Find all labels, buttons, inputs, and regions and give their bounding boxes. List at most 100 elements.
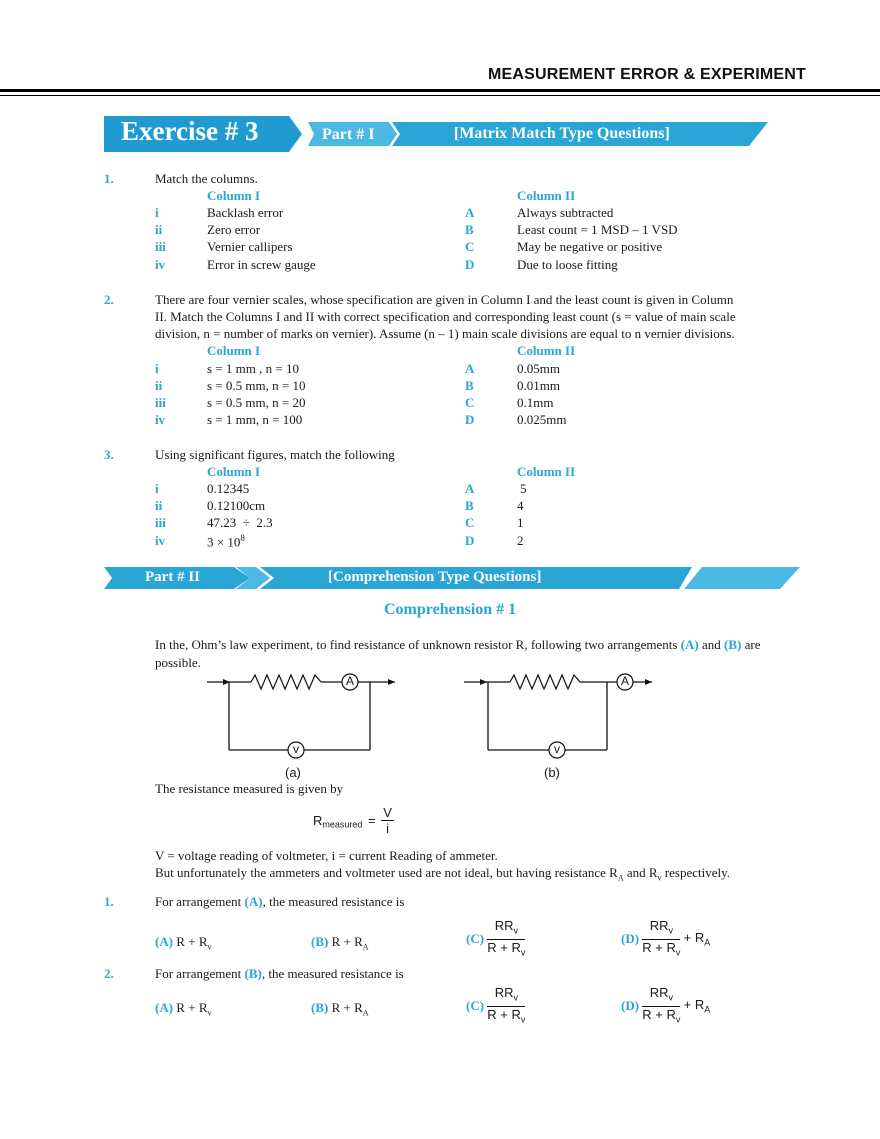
intro-text: In the, Ohm’s law experiment, to find re… <box>155 637 681 652</box>
definition-line-2: But unfortunately the ammeters and voltm… <box>155 864 730 887</box>
column-1-heading: Column I <box>207 343 261 358</box>
measured-text: The resistance measured is given by <box>155 781 344 796</box>
arrangement-ref: (A) <box>244 894 263 909</box>
arrangement-a-ref: (A) <box>680 637 699 652</box>
denominator: R + Rv <box>487 940 525 961</box>
sub-v: v <box>675 947 681 958</box>
row-col2: May be negative or positive <box>517 239 663 254</box>
option-label: (B) <box>311 1000 329 1015</box>
option-label: (D) <box>621 931 640 947</box>
denominator: R + Rv <box>642 1007 680 1028</box>
question-text-line: II. Match the Columns I and II with corr… <box>155 309 736 324</box>
row-col1: s = 0.5 mm, n = 10 <box>207 378 306 393</box>
intro-and: and <box>698 637 724 652</box>
question-text-line: division, n = number of marks on vernier… <box>155 326 735 341</box>
sub-v: v <box>675 1014 681 1025</box>
sub-v: v <box>668 925 673 936</box>
question-text: Match the columns. <box>155 171 258 186</box>
row-col1-exponent: 8 <box>240 533 245 543</box>
question-text: For arrangement (A), the measured resist… <box>155 893 404 910</box>
circuit-diagram-a <box>207 673 395 759</box>
row-col2: Least count = 1 MSD – 1 VSD <box>517 222 678 237</box>
figure-a-caption: (a) <box>285 765 301 780</box>
row-roman: iii <box>155 515 166 530</box>
row-col2: 2 <box>517 533 524 548</box>
sub-a: A <box>704 937 711 948</box>
row-col1-base: 3 × 10 <box>207 534 241 550</box>
row-col1: Zero error <box>207 222 261 237</box>
denominator: R + Rv <box>487 1007 525 1028</box>
sub-v: v <box>207 942 212 952</box>
row-col2: 1 <box>517 515 524 530</box>
exercise-title: Exercise # 3 <box>121 116 259 146</box>
row-letter: B <box>465 498 474 513</box>
part-ii-banner <box>104 567 800 589</box>
option-b[interactable]: (B) R + RA <box>311 1000 369 1018</box>
row-letter: D <box>465 412 475 427</box>
row-col2: Always subtracted <box>517 205 614 220</box>
sub-v: v <box>668 992 673 1003</box>
row-col1: s = 1 mm , n = 10 <box>207 361 299 376</box>
def-text: But unfortunately the ammeters and voltm… <box>155 865 618 880</box>
plus-ra: + RA <box>683 997 711 1015</box>
r-term: R <box>354 934 363 949</box>
question-text-line: There are four vernier scales, whose spe… <box>155 292 734 307</box>
plus: + <box>188 1000 196 1015</box>
row-roman: iv <box>155 412 166 427</box>
column-2-heading: Column II <box>517 343 576 358</box>
r-subscript: measured <box>322 819 363 830</box>
question-number: 1. <box>104 171 114 186</box>
option-b[interactable]: (B) R + RA <box>311 934 369 952</box>
question-text: Using significant figures, match the fol… <box>155 447 395 462</box>
plus: + <box>188 934 196 949</box>
row-col1: 0.12345 <box>207 481 250 496</box>
row-col2: 0.01mm <box>517 378 560 393</box>
intro-line-2: possible. <box>155 655 201 670</box>
row-roman: ii <box>155 378 163 393</box>
plus-ra: + RA <box>684 930 711 948</box>
num-text: RR <box>494 918 514 933</box>
option-a[interactable]: (A) R + Rv <box>155 934 211 952</box>
row-col1: 47.23 ÷ 2.3 <box>207 515 273 530</box>
ammeter-label: A <box>620 674 629 688</box>
sub-a: A <box>362 942 369 952</box>
option-a[interactable]: (A) R + Rv <box>155 1000 211 1018</box>
intro-end: are <box>741 637 761 652</box>
row-letter: B <box>465 378 474 393</box>
row-col1: 0.12100cm <box>207 498 266 513</box>
r-term: R <box>198 1000 208 1015</box>
question-number: 3. <box>104 447 114 462</box>
column-2-heading: Column II <box>517 188 576 203</box>
num-text: RR <box>494 985 514 1000</box>
row-roman: iv <box>155 257 166 272</box>
q-pre: For arrangement <box>155 894 245 909</box>
row-letter: A <box>465 481 475 496</box>
circuit-diagram-b <box>464 673 652 759</box>
denominator: i <box>386 821 390 836</box>
row-col2: 0.05mm <box>517 361 560 376</box>
column-1-heading: Column I <box>207 464 261 479</box>
row-letter: C <box>465 515 475 530</box>
row-letter: B <box>465 222 474 237</box>
q-pre: For arrangement <box>155 966 245 981</box>
column-1-heading: Column I <box>207 188 261 203</box>
plus-r-text: + R <box>683 997 705 1013</box>
subscript-v: v <box>657 873 662 883</box>
equals-sign: = <box>368 813 376 828</box>
question-number: 2. <box>104 966 114 981</box>
option-label: (D) <box>621 998 640 1014</box>
arrangement-ref: (B) <box>244 966 262 981</box>
row-roman: ii <box>155 498 163 513</box>
part-label: Part # II <box>145 569 200 585</box>
column-2-heading: Column II <box>517 464 576 479</box>
row-col1: Backlash error <box>207 205 284 220</box>
r-term: R <box>331 934 341 949</box>
question-number: 1. <box>104 894 114 909</box>
q-post: , the measured resistance is <box>262 894 405 909</box>
subscript-a: A <box>617 873 624 883</box>
